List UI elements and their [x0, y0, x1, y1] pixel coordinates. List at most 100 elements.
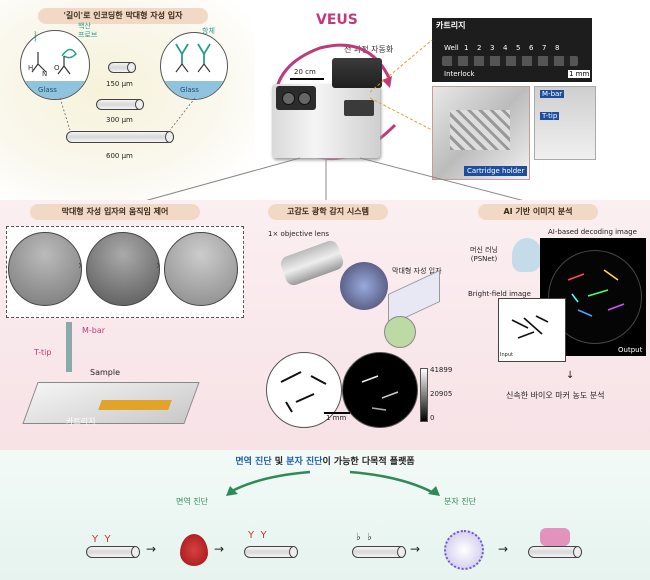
cartridge-title: 카트리지	[436, 21, 466, 30]
size-150: 150 μm	[106, 80, 133, 88]
encoding-title: '길이'로 인코딩한 막대형 자성 입자	[38, 8, 208, 24]
particle-150um	[108, 62, 136, 73]
holder-label: Cartridge holder	[464, 166, 528, 176]
well-number: 2	[477, 44, 482, 52]
probe-molecule-icon: ⦚ H N O	[28, 30, 77, 78]
molecular-bound-target	[540, 528, 570, 546]
colorbar-tick-mid: 20905	[430, 390, 453, 398]
input-label: Input	[500, 352, 513, 358]
ml-label: 머신 러닝 (PSNet)	[470, 246, 498, 263]
svg-text:H: H	[28, 64, 33, 72]
size-600: 600 μm	[106, 152, 133, 160]
fluorescence-sample	[342, 352, 418, 428]
motion-sample-label: Sample	[90, 368, 120, 377]
objective-label: 1× objective lens	[268, 230, 330, 238]
immuno-particle-after	[244, 546, 298, 558]
auto-label: 전 과정 자동화	[344, 45, 394, 54]
molecular-particle-before	[352, 546, 406, 558]
interlock-label: Interlock	[444, 70, 475, 78]
well-number: 1	[464, 44, 469, 52]
size-300: 300 μm	[106, 116, 133, 124]
input-rods	[511, 315, 549, 339]
optical-scale-bar	[324, 412, 350, 414]
result-arrow: ↓	[566, 370, 575, 381]
decoded-rods	[567, 269, 625, 317]
motion-title: 막대형 자성 입자의 움직임 제어	[30, 204, 200, 220]
svg-text:N: N	[42, 70, 47, 78]
brightfield-input-image	[498, 298, 566, 362]
cartridge-wells-row	[442, 56, 578, 66]
fluorescence-rods	[361, 375, 399, 411]
particle-label: 막대형 자성 입자	[392, 267, 442, 275]
cartridge-mbar-label: M-bar	[540, 90, 565, 98]
motion-cartridge-label: 카트리지	[66, 417, 96, 426]
motion-ttip-label: T-tip	[34, 348, 52, 357]
title-end: 이 가능한 다목적 플랫폼	[322, 457, 415, 467]
glass-label-left: Glass	[38, 86, 57, 94]
molecular-arrow-1: →	[410, 542, 421, 556]
immuno-arrow-2: →	[214, 542, 225, 556]
sample-drop-icon	[180, 534, 208, 566]
optics-assembly	[340, 262, 388, 310]
device-lens-1	[282, 92, 295, 105]
well-number: 6	[529, 44, 534, 52]
title-immuno: 면역 진단	[235, 457, 272, 467]
antibody-label: 항체	[202, 27, 215, 35]
optical-title: 고감도 광학 감지 시스템	[268, 204, 388, 220]
optics-filter	[384, 316, 416, 348]
colorbar	[420, 368, 428, 422]
molecular-particle-after	[528, 546, 582, 558]
platform-title: 면역 진단 및 분자 진단이 가능한 다목적 플랫폼	[0, 454, 650, 467]
molecular-label: 분자 진단	[444, 497, 476, 506]
cartridge-photo	[432, 18, 592, 82]
brightfield-label: Bright-field image	[468, 290, 531, 298]
particle-300um	[96, 99, 144, 110]
svg-text:O: O	[54, 64, 60, 72]
well-number: 3	[490, 44, 495, 52]
immuno-antibody-after: Y Y	[248, 530, 267, 541]
cartridge-strip	[98, 400, 172, 410]
probe-circle	[20, 30, 90, 100]
motion-step-1	[8, 232, 82, 306]
decoding-label: AI-based decoding image	[548, 228, 637, 236]
section-connectors	[129, 157, 541, 206]
immuno-particle-before	[86, 546, 140, 558]
molecular-arrow-2: →	[498, 542, 509, 556]
colorbar-tick-min: 0	[430, 414, 435, 422]
virus-icon	[444, 530, 484, 570]
antibody-icon	[175, 43, 211, 73]
cartridge-ttip-label: T-tip	[540, 112, 560, 120]
svg-text:⦚: ⦚	[34, 30, 37, 46]
glass-label-right: Glass	[180, 86, 199, 94]
particle-600um	[66, 131, 174, 143]
brightfield-sample	[266, 352, 342, 428]
molecular-probe-before: ♭ ♭	[356, 532, 372, 543]
holder-inner	[450, 110, 510, 150]
device-top	[332, 58, 382, 88]
mbar-photo	[534, 86, 596, 160]
result-label: 신속한 바이오 마커 농도 분석	[506, 391, 605, 400]
bottom-bg	[0, 450, 650, 580]
immuno-antibody-before: Y Y	[92, 534, 111, 545]
motion-step-3	[164, 232, 238, 306]
well-number: 7	[542, 44, 547, 52]
step-arrow-2: ›	[156, 258, 161, 272]
title-molecular: 분자 진단	[286, 457, 323, 467]
device-scale-bar	[290, 78, 324, 80]
probe-label: 핵산 프로브	[78, 22, 98, 39]
device-callout-lines	[370, 40, 433, 131]
head-icon	[512, 238, 542, 272]
motion-mbar-label: M-bar	[82, 326, 106, 335]
immuno-label: 면역 진단	[176, 497, 208, 506]
zoom-lines	[59, 97, 196, 131]
motion-step-2	[86, 232, 160, 306]
device-scale: 20 cm	[294, 68, 316, 76]
ai-title: AI 기반 이미지 분석	[478, 204, 598, 220]
colorbar-tick-max: 41899	[430, 366, 453, 374]
well-number: 5	[516, 44, 521, 52]
well-number: 8	[555, 44, 560, 52]
device-brand: VEUS	[316, 12, 358, 28]
cartridge-scale: 1 mm	[568, 70, 591, 78]
title-mid: 및	[271, 457, 287, 467]
